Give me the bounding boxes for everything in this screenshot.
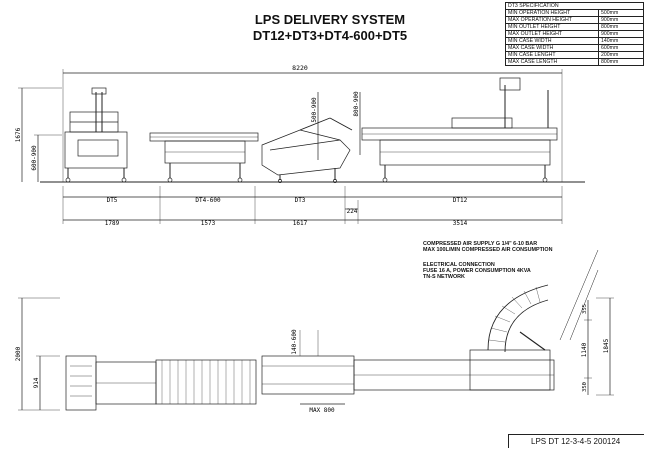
dim-right-total: 1845 [603, 338, 610, 353]
dim-total-height: 1676 [15, 127, 22, 142]
dim-right-bottom: 350 [582, 382, 588, 392]
module-label-dt12: DT12 [453, 197, 468, 204]
dim-width-left: 914 [33, 377, 40, 388]
drawing-number: LPS DT 12-3-4-5 200124 [508, 434, 644, 448]
module-label-dt5: DT5 [107, 197, 118, 204]
dim-length-dt5: 1789 [105, 220, 120, 227]
electrical-note-line: ELECTRICAL CONNECTION [423, 262, 495, 268]
air-note-line: MAX 100L/MIN COMPRESSED AIR CONSUMPTION [423, 247, 553, 254]
dim-height-left: 600-900 [31, 145, 38, 171]
electrical-note-line: TN-S NETWORK [423, 274, 465, 281]
air-note-line: COMPRESSED AIR SUPPLY G 1/4" 6-10 BAR [423, 241, 538, 247]
dim-length-dt3: 1617 [293, 220, 308, 227]
electrical-note-line: FUSE 16 A, POWER CONSUMPTION 4KVA [423, 268, 531, 275]
dim-gap: 224 [347, 208, 358, 215]
dim-right-top: 355 [582, 304, 588, 314]
dim-width-dt3: 140-600 [291, 329, 298, 355]
dim-right-main: 1140 [581, 342, 588, 357]
dim-overall-length: 8220 [292, 64, 308, 72]
module-label-dt4: DT4-600 [195, 197, 221, 204]
dim-height-right: 800-900 [353, 91, 360, 117]
dim-height-dt3: 500-900 [311, 97, 318, 123]
electrical-note: ELECTRICAL CONNECTION FUSE 16 A, POWER C… [423, 262, 531, 281]
drawing-title: LPS DELIVERY SYSTEM [254, 12, 406, 27]
drawing-subtitle: DT12+DT3+DT4-600+DT5 [252, 28, 408, 43]
dim-max-case: MAX 800 [309, 407, 335, 414]
dim-length-dt4: 1573 [201, 220, 216, 227]
air-supply-note: COMPRESSED AIR SUPPLY G 1/4" 6-10 BAR MA… [423, 241, 553, 253]
spec-value: 800mm [598, 58, 644, 66]
dim-overall-width: 2000 [15, 346, 22, 361]
module-label-dt3: DT3 [295, 197, 306, 204]
dim-length-dt12: 3514 [453, 220, 468, 227]
